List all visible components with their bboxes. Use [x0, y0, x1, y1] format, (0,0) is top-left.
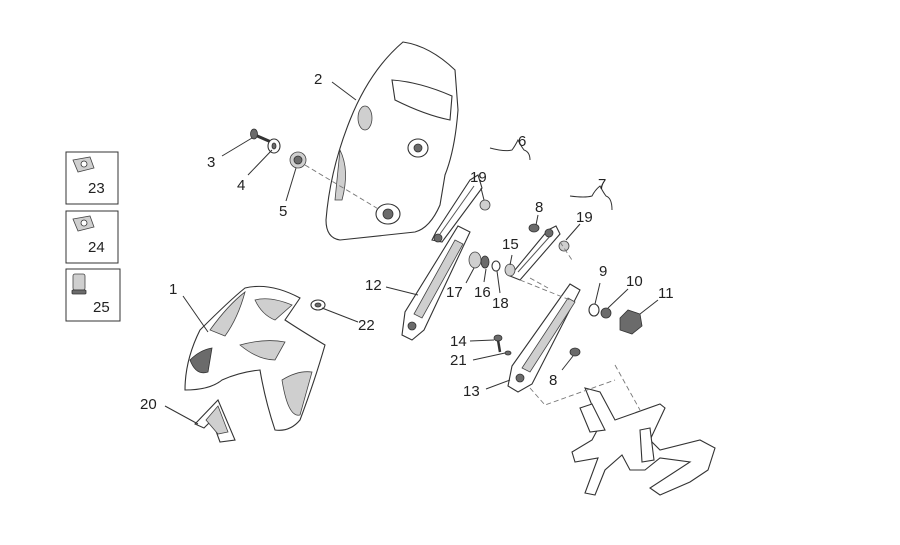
assembly-axis: [304, 164, 381, 211]
legend-label-24: 24: [88, 239, 105, 256]
legend-label-25: 25: [93, 299, 110, 316]
callout-4: 4: [237, 177, 245, 194]
front-fairing: [184, 285, 326, 431]
callout-11: 11: [658, 285, 674, 302]
washer-21: [504, 350, 512, 356]
callout-19-lower: 19: [576, 209, 593, 226]
clip-nut-icon: [72, 156, 95, 173]
callout-9: 9: [599, 263, 607, 280]
bolt-8a: [528, 223, 540, 233]
brace-6: [489, 138, 531, 161]
legend-box-23: 23: [65, 151, 119, 205]
spacer-17: [468, 251, 482, 269]
callout-16: 16: [474, 284, 491, 301]
washer-10: [600, 307, 612, 319]
knob-11: [619, 309, 643, 335]
bracket-7: [509, 225, 561, 281]
callout-15: 15: [502, 236, 519, 253]
bracket-6: [431, 174, 483, 243]
slide-rail-12: [401, 225, 471, 341]
callout-20: 20: [140, 396, 157, 413]
lower-bracket: [194, 399, 236, 443]
spacer-16: [480, 255, 490, 269]
callout-1: 1: [169, 281, 177, 298]
spacer-bushing-icon: [71, 273, 87, 295]
callout-3: 3: [207, 154, 215, 171]
callout-labels: 1 2 3 4 5 6 7 8 8 9 10 11 12 13 14 15 16…: [140, 71, 674, 413]
callout-12: 12: [365, 277, 382, 294]
bolt-19a: [479, 199, 491, 211]
callout-21: 21: [450, 352, 467, 369]
callout-10: 10: [626, 273, 643, 290]
brace-7: [569, 185, 613, 211]
callout-22: 22: [358, 317, 375, 334]
clip-nut-icon: [72, 215, 95, 232]
callout-17: 17: [446, 284, 463, 301]
legend-box-25: 25: [65, 268, 121, 322]
callout-19-upper: 19: [470, 169, 487, 186]
legend-label-23: 23: [88, 180, 105, 197]
callout-13: 13: [463, 383, 480, 400]
spacer-15: [504, 263, 516, 277]
callout-8-lower: 8: [549, 372, 557, 389]
washer-22: [310, 299, 326, 311]
callout-5: 5: [279, 203, 287, 220]
washer-9: [588, 303, 600, 317]
mounting-frame: [571, 387, 716, 496]
callout-14: 14: [450, 333, 467, 350]
washer-18: [491, 260, 501, 272]
bolt-8b: [569, 347, 581, 357]
dashed-guides: [519, 241, 641, 411]
screw-14: [493, 334, 503, 353]
legend-box-24: 24: [65, 210, 119, 264]
callout-7: 7: [598, 176, 606, 193]
washer-4: [267, 138, 281, 154]
spacer-5: [289, 151, 307, 169]
leader-lines: [164, 81, 659, 425]
windshield: [325, 41, 459, 241]
callout-8-upper: 8: [535, 199, 543, 216]
callout-6: 6: [518, 133, 526, 150]
callout-2: 2: [314, 71, 322, 88]
slide-rail-13: [507, 283, 581, 393]
callout-18: 18: [492, 295, 509, 312]
